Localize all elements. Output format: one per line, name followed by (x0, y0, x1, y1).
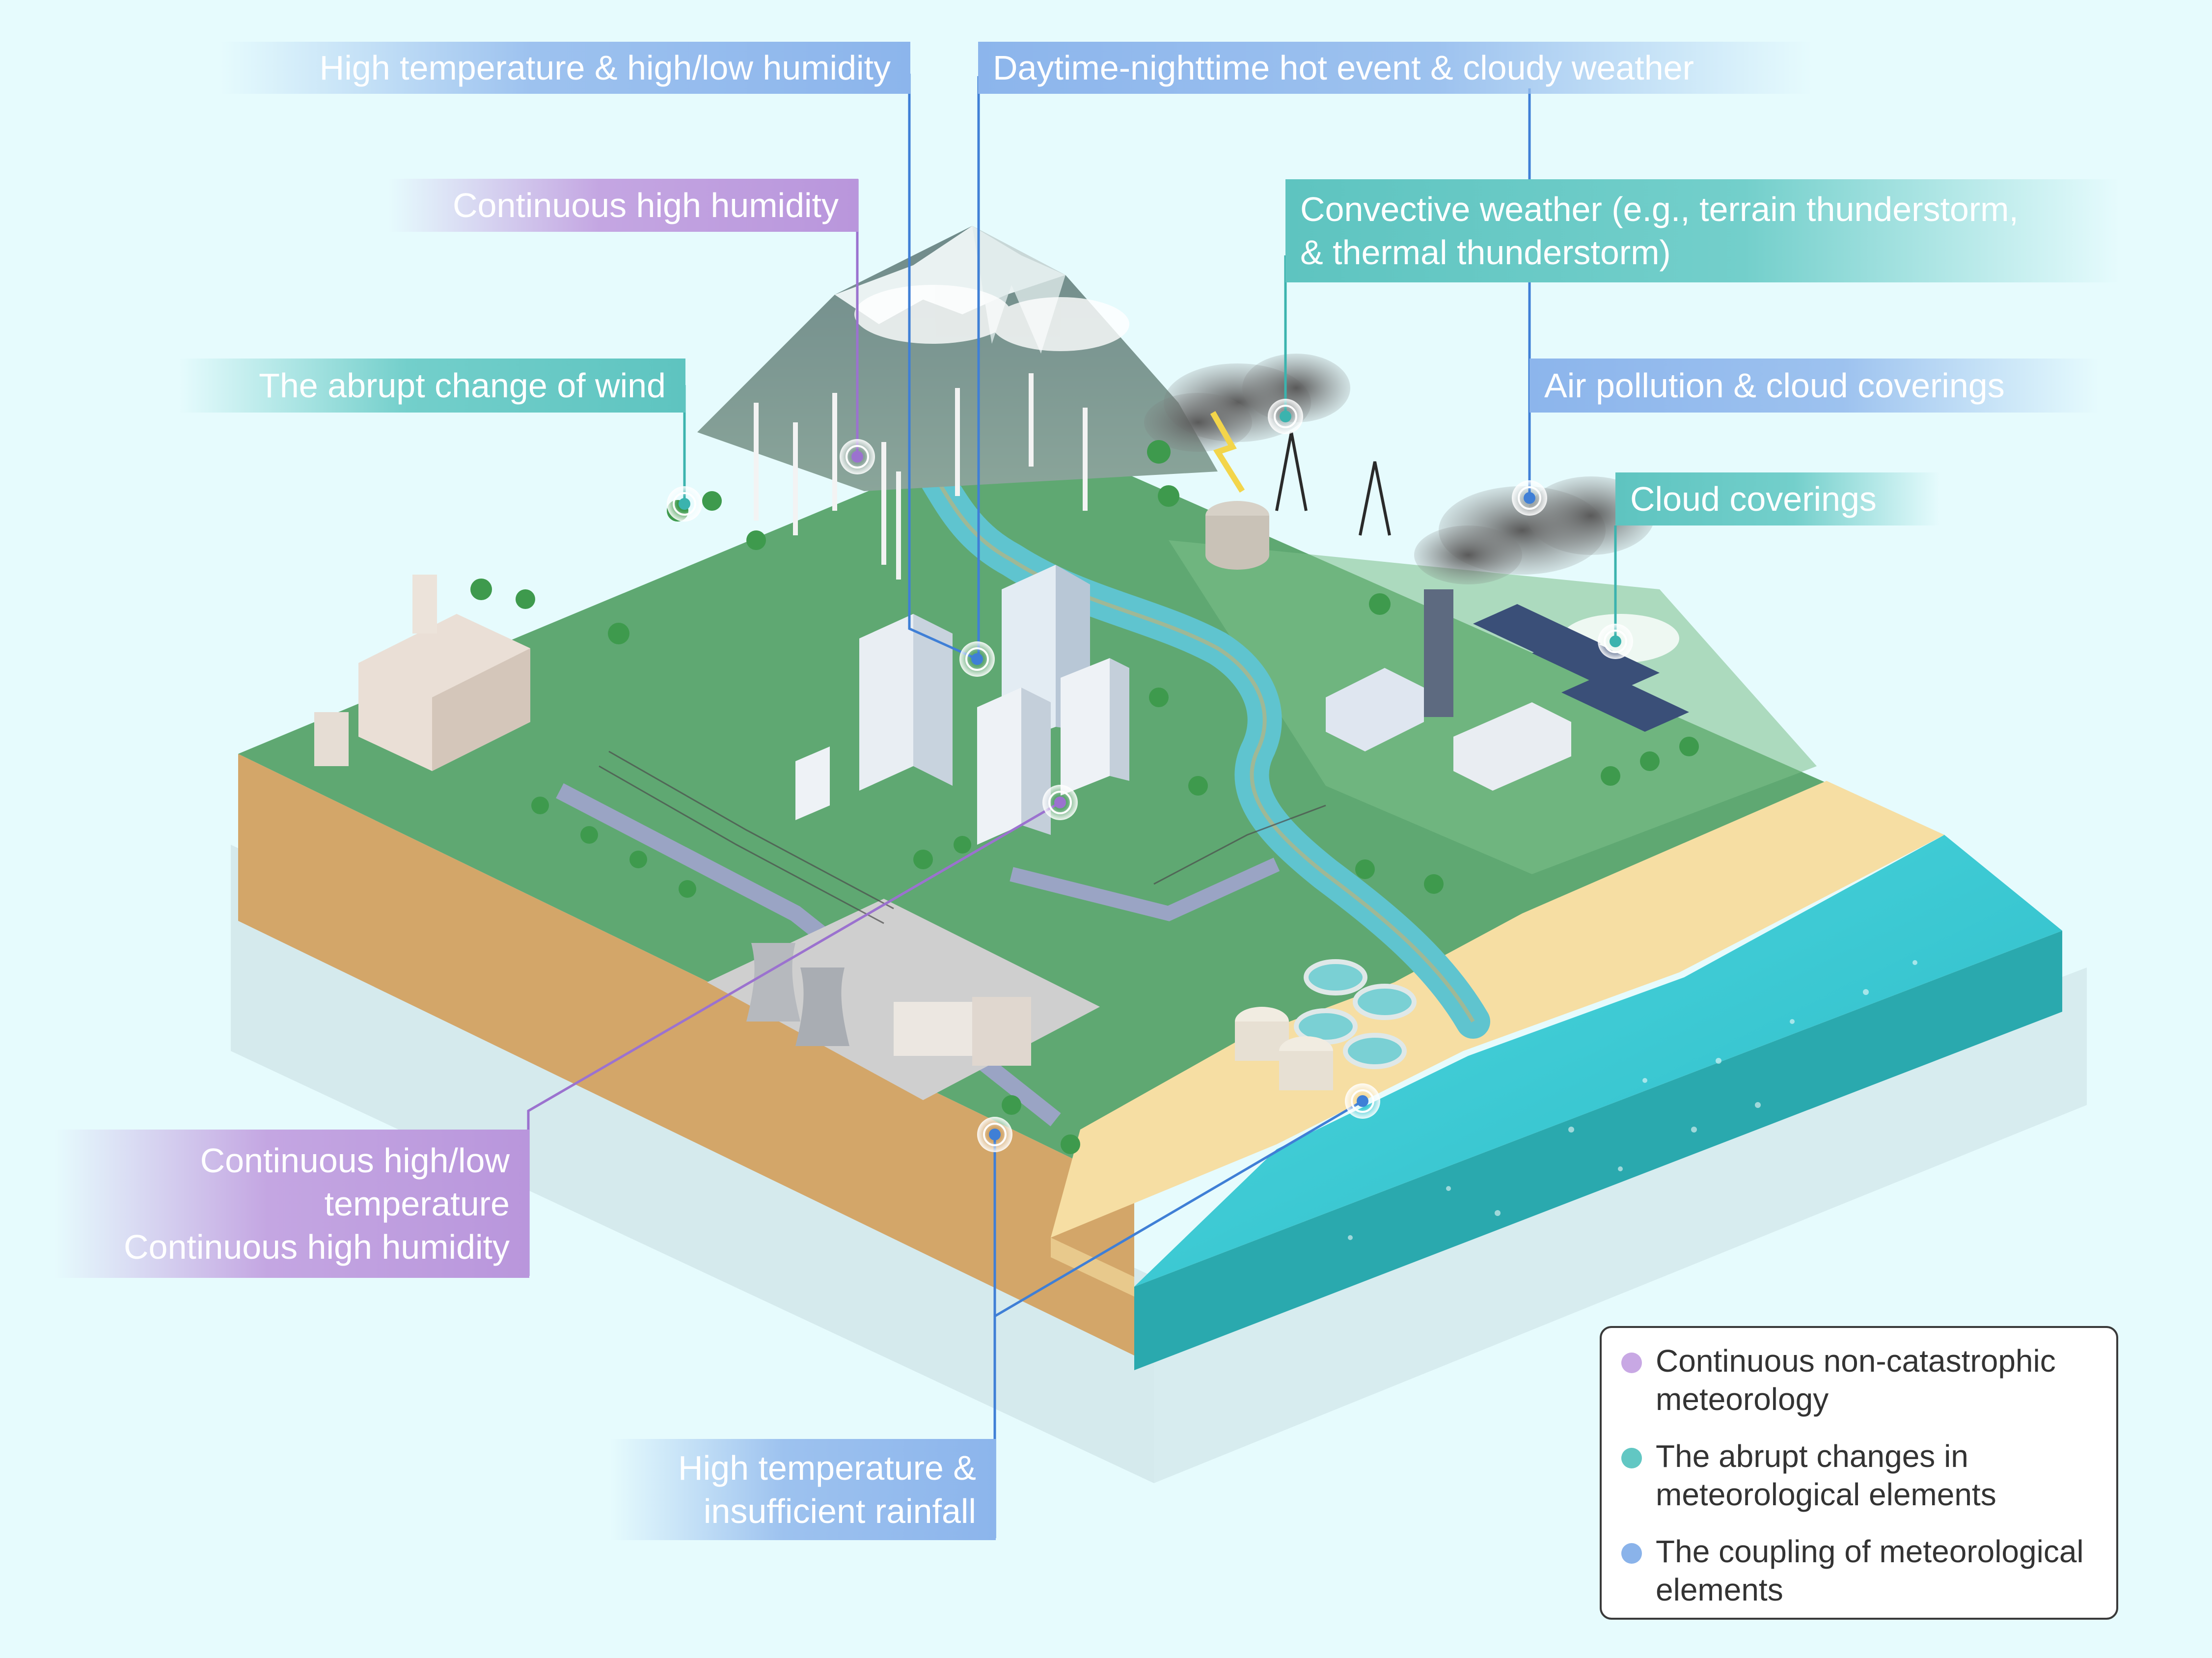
marker-coast (1345, 1083, 1380, 1119)
board-shadow-right (1154, 967, 2087, 1483)
cooling-tower-top (1205, 501, 1269, 570)
blue-dot-icon (1621, 1543, 1642, 1564)
purple-dot-icon (1621, 1353, 1642, 1373)
power-lines (599, 750, 1326, 924)
wind-turbines (754, 373, 1088, 580)
label-text-line3: Continuous high humidity (123, 1228, 510, 1266)
legend-label: The abrupt changes in meteorological ele… (1656, 1438, 1996, 1512)
soil-side-sand (1051, 1238, 1134, 1297)
label-abrupt-wind: The abrupt change of wind (179, 359, 685, 413)
marker-city-bottom (1042, 785, 1078, 820)
white-clouds (854, 285, 1679, 663)
marker-power-plant (977, 1117, 1012, 1152)
lightning-bolt (1210, 411, 1245, 493)
sea (1134, 835, 2062, 1287)
label-text: Air pollution & cloud coverings (1544, 366, 2005, 405)
label-high-temp-humidity: High temperature & high/low humidity (220, 42, 910, 94)
solar-farm (1473, 604, 1689, 732)
label-continuous-high-humidity: Continuous high humidity (388, 179, 858, 232)
label-convective-weather: Convective weather (e.g., terrain thunde… (1285, 179, 2120, 282)
label-text: Daytime-nighttime hot event & cloudy wea… (993, 49, 1694, 87)
storm-cloud (1144, 354, 1350, 452)
road-center (1010, 857, 1280, 921)
legend-item-abrupt: The abrupt changes in meteorological ele… (1621, 1437, 2112, 1514)
factory-right (1326, 589, 1571, 791)
marker-pollution (1512, 480, 1547, 516)
land-top (238, 427, 1944, 1188)
label-text-line2: & thermal thunderstorm) (1300, 233, 1671, 272)
industrial-complex (314, 575, 530, 771)
label-high-temp-rainfall: High temperature & insufficient rainfall (610, 1439, 996, 1540)
label-continuous-temp-humidity: Continuous high/low temperature Continuo… (54, 1130, 529, 1278)
river-bank (911, 441, 1475, 1023)
leader-high-temp-humidity (908, 74, 978, 661)
label-text-line1: High temperature & (678, 1449, 976, 1487)
sea-side-front (1134, 931, 2062, 1370)
label-cloud-coverings: Cloud coverings (1615, 472, 1939, 525)
marker-wind-humidity (840, 439, 875, 474)
city-buildings (795, 565, 1129, 845)
legend-item-continuous: Continuous non-catastrophic meteorology (1621, 1342, 2112, 1418)
sea-sparkles (1348, 960, 1917, 1240)
label-air-pollution: Air pollution & cloud coverings (1529, 359, 2099, 413)
teal-dot-icon (1621, 1448, 1642, 1468)
beach (1051, 781, 1944, 1238)
label-text-line1: Convective weather (e.g., terrain thunde… (1300, 190, 2019, 228)
label-text: The abrupt change of wind (259, 366, 666, 405)
transmission-towers (1275, 432, 1391, 536)
soil-side-left (238, 754, 1134, 1355)
label-text-line2: temperature (324, 1185, 510, 1223)
label-day-night-hot: Daytime-nighttime hot event & cloudy wea… (978, 42, 1813, 94)
marker-solar-cloud (1598, 624, 1633, 659)
water-treatment (1294, 959, 1417, 1069)
label-text: Continuous high humidity (452, 186, 839, 224)
target-markers (667, 399, 1633, 1152)
legend-item-coupling: The coupling of meteorological elements (1621, 1532, 2112, 1609)
marker-storm (1268, 399, 1303, 434)
legend: Continuous non-catastrophic meteorology … (1600, 1326, 2118, 1620)
storage-tanks (1235, 1007, 1333, 1090)
label-text: High temperature & high/low humidity (319, 49, 891, 87)
marker-wind (667, 486, 702, 522)
label-text-line1: Continuous high/low (200, 1141, 510, 1180)
label-text: Cloud coverings (1630, 480, 1877, 518)
label-text-line2: insufficient rainfall (703, 1492, 976, 1530)
legend-label: The coupling of meteorological elements (1656, 1534, 2084, 1607)
leader-high-temp-rain-2 (994, 1100, 1364, 1318)
legend-label: Continuous non-catastrophic meteorology (1656, 1343, 2056, 1417)
marker-city-top (959, 641, 995, 677)
